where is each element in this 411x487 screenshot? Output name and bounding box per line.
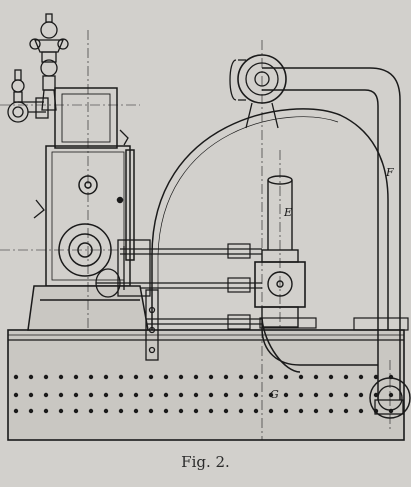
- rivet: [148, 374, 154, 380]
- rivet: [253, 392, 259, 398]
- rivet: [298, 392, 304, 398]
- rivet: [328, 374, 334, 380]
- rivet: [223, 374, 229, 380]
- rivet: [268, 392, 274, 398]
- rivet: [373, 392, 379, 398]
- label-e: E: [283, 206, 292, 219]
- rivet: [118, 408, 124, 414]
- rivet: [88, 408, 94, 414]
- rivet: [28, 392, 34, 398]
- side-valve: [7, 69, 49, 123]
- rivet: [223, 392, 229, 398]
- rivet: [133, 392, 139, 398]
- rivet: [118, 392, 124, 398]
- rivet: [28, 408, 34, 414]
- rivet: [313, 374, 319, 380]
- bracket-plate: [117, 239, 159, 361]
- rivet: [178, 374, 184, 380]
- rivet: [388, 392, 394, 398]
- rivet: [88, 392, 94, 398]
- rivet: [178, 408, 184, 414]
- centerlines: [0, 30, 391, 440]
- rivet: [238, 392, 244, 398]
- rivet: [343, 392, 349, 398]
- rivet: [268, 374, 274, 380]
- rivet: [223, 408, 229, 414]
- rivet: [208, 392, 214, 398]
- rivet: [238, 408, 244, 414]
- rivet: [283, 392, 289, 398]
- label-g: G: [270, 388, 279, 401]
- column-e: [254, 175, 306, 328]
- pipe-f: [261, 67, 401, 400]
- rivet: [343, 374, 349, 380]
- rivet: [103, 392, 109, 398]
- rivet: [148, 392, 154, 398]
- rivet: [208, 408, 214, 414]
- rivet: [283, 408, 289, 414]
- rivet: [103, 408, 109, 414]
- rivet: [238, 374, 244, 380]
- rivet: [28, 374, 34, 380]
- side-lever: [33, 129, 129, 219]
- rivet: [88, 374, 94, 380]
- rivet: [163, 408, 169, 414]
- rivet: [13, 374, 19, 380]
- rivet: [373, 374, 379, 380]
- rivet: [73, 374, 79, 380]
- rivet: [193, 374, 199, 380]
- rivet: [268, 408, 274, 414]
- rivet: [358, 392, 364, 398]
- rivet: [298, 374, 304, 380]
- pipe-clamps: [259, 317, 409, 331]
- rivet: [358, 374, 364, 380]
- rivet: [208, 374, 214, 380]
- rivet: [13, 392, 19, 398]
- rivet: [343, 408, 349, 414]
- rivet: [73, 392, 79, 398]
- rivet: [103, 374, 109, 380]
- rivet: [118, 374, 124, 380]
- rivet: [328, 408, 334, 414]
- rivet: [148, 408, 154, 414]
- rivet: [313, 408, 319, 414]
- rivet: [253, 374, 259, 380]
- dome-hood: [151, 108, 389, 330]
- boiler-rivets: [13, 374, 394, 414]
- rivet: [358, 408, 364, 414]
- rivet: [58, 374, 64, 380]
- rivet: [193, 392, 199, 398]
- rivet: [133, 408, 139, 414]
- boiler-base: [7, 329, 405, 441]
- rivet: [178, 392, 184, 398]
- governor: [29, 13, 69, 111]
- rivet: [58, 392, 64, 398]
- rivet: [298, 408, 304, 414]
- label-f: F: [385, 166, 394, 179]
- rivet: [58, 408, 64, 414]
- rivet: [313, 392, 319, 398]
- rivet: [13, 408, 19, 414]
- pipe-top-valve: [229, 54, 287, 129]
- rivet: [253, 408, 259, 414]
- rivet: [163, 374, 169, 380]
- rivet: [43, 374, 49, 380]
- figure-caption: Fig. 2.: [181, 453, 230, 471]
- handle-oval: [95, 268, 121, 298]
- rivet: [133, 374, 139, 380]
- rivet: [73, 408, 79, 414]
- rivet: [163, 392, 169, 398]
- rivet: [43, 408, 49, 414]
- rivet: [328, 392, 334, 398]
- rivet: [43, 392, 49, 398]
- rivet: [283, 374, 289, 380]
- rivet: [193, 408, 199, 414]
